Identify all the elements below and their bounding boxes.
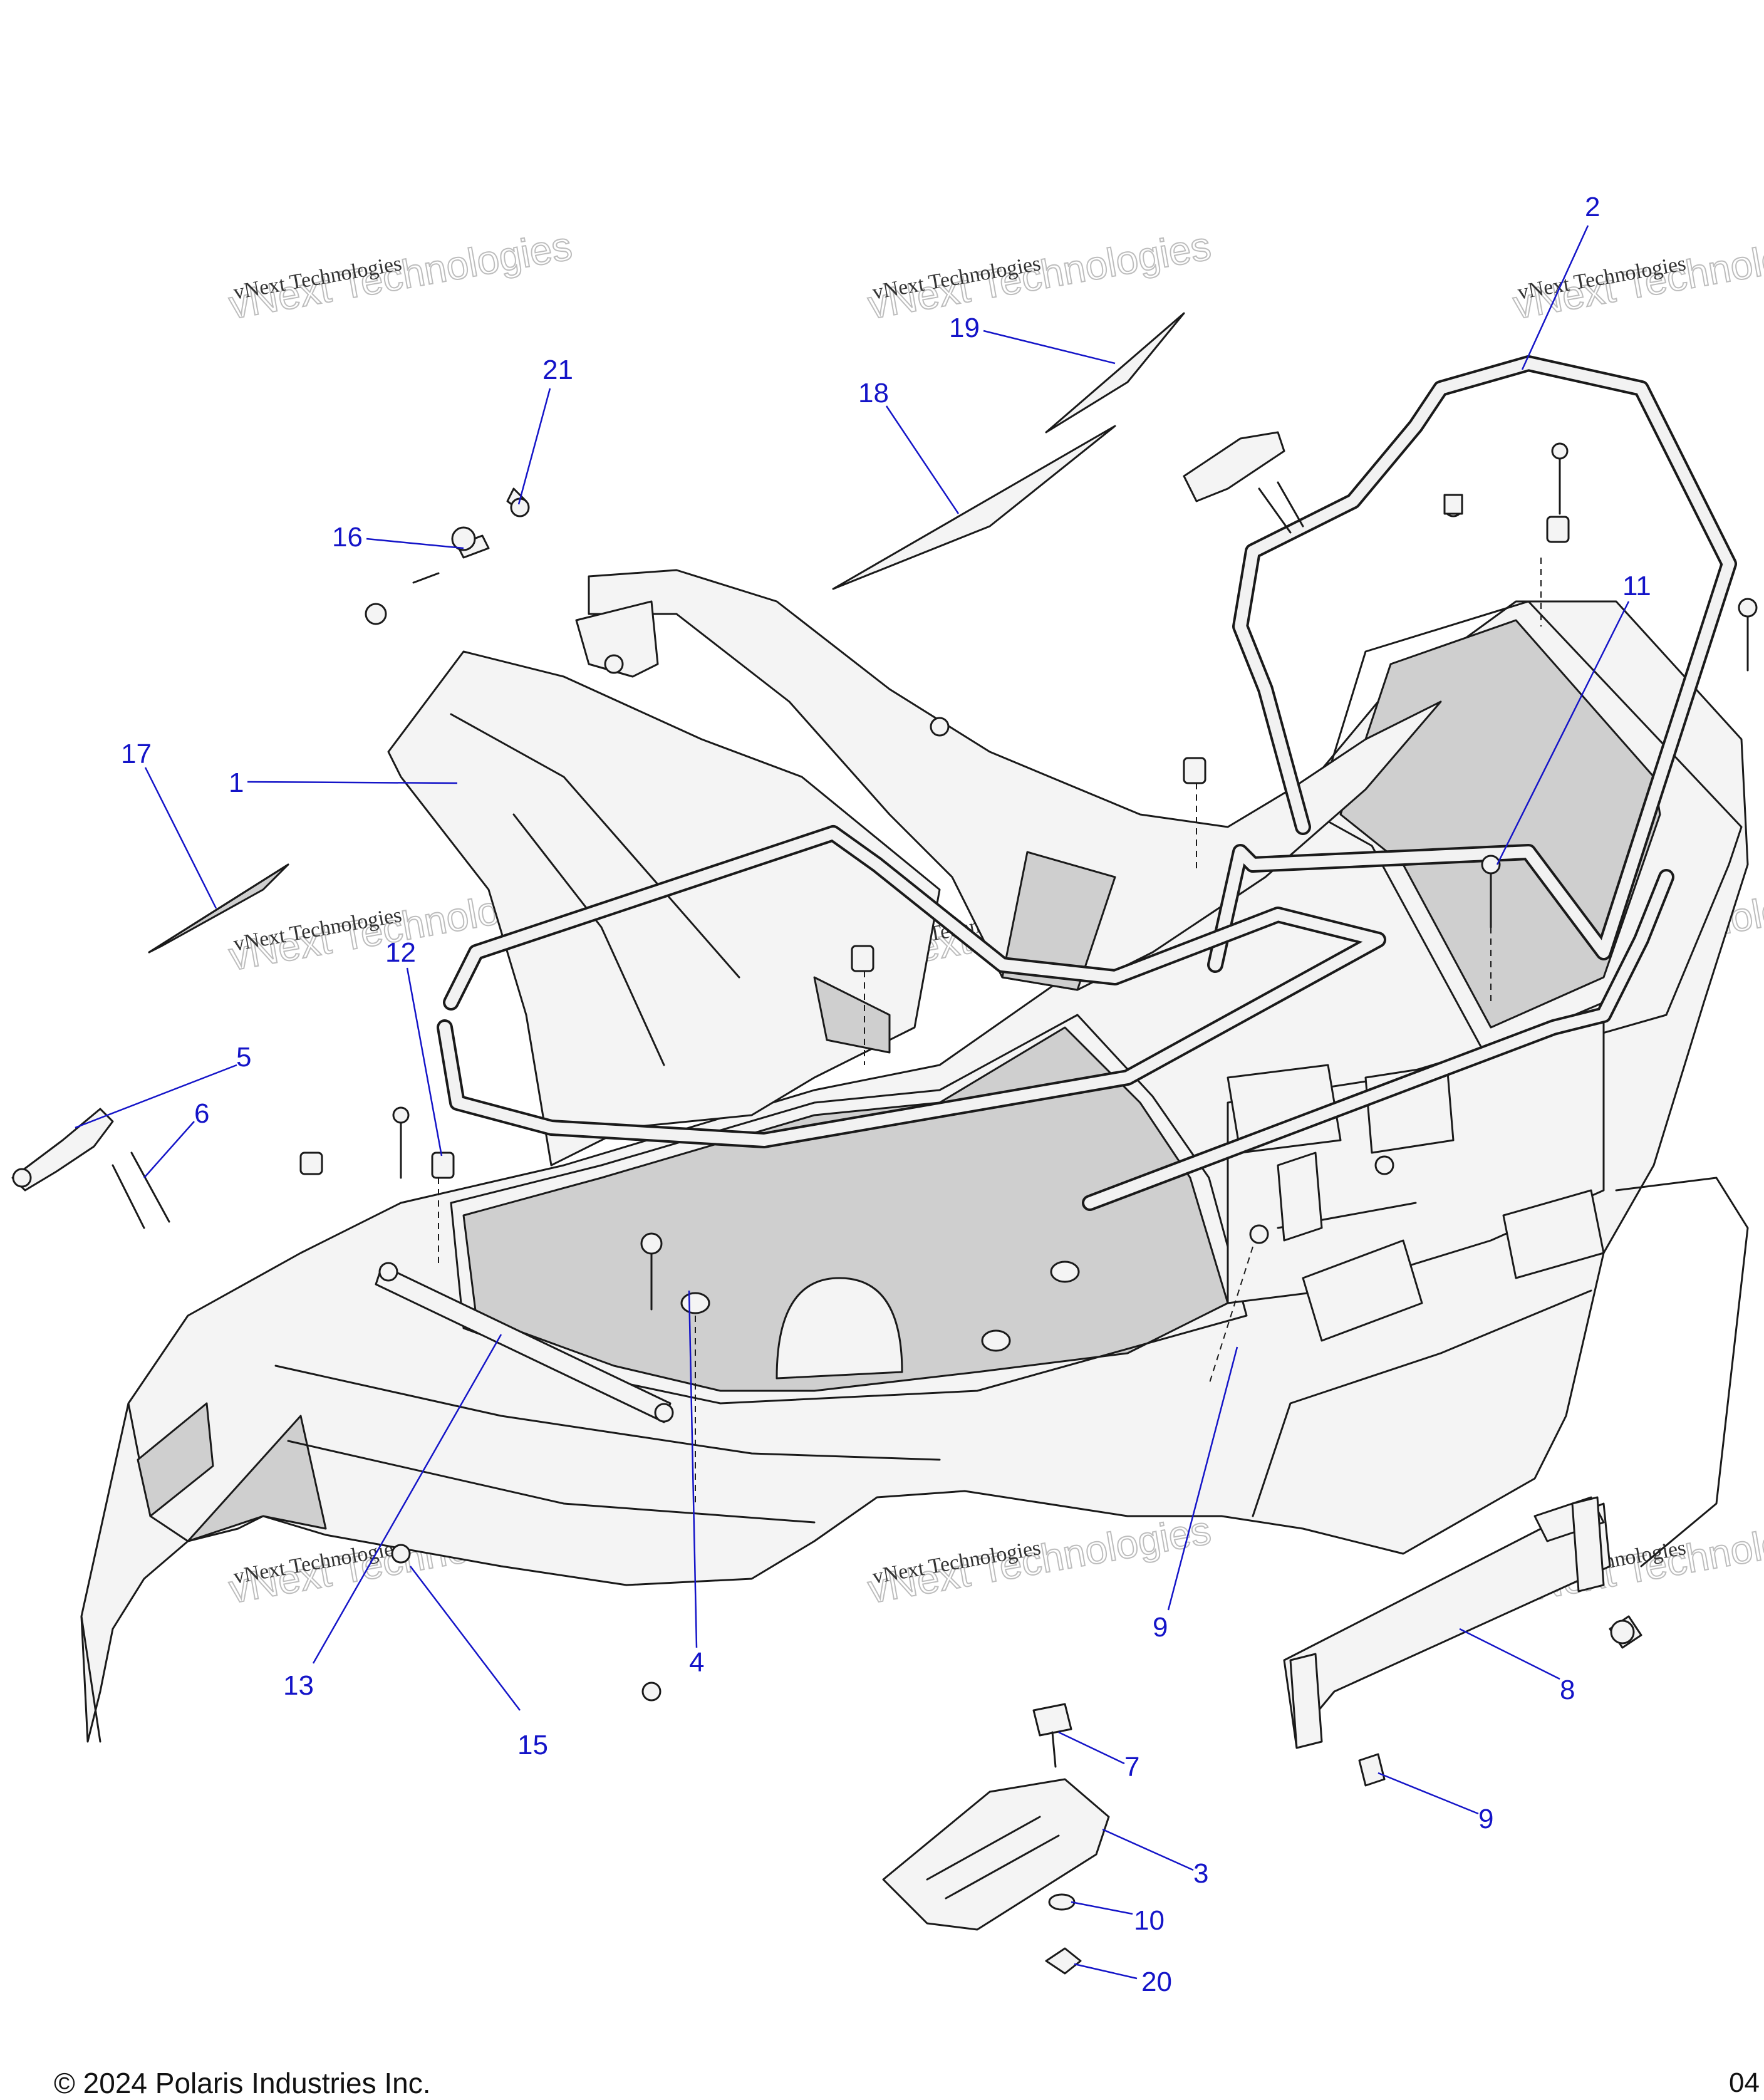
rear-fender-body <box>80 569 1749 1743</box>
svg-text:21: 21 <box>542 355 573 385</box>
callout-9b[interactable]: 9 <box>1377 1772 1493 1834</box>
svg-text:19: 19 <box>949 313 980 343</box>
callout-9a[interactable]: 9 <box>1153 1346 1238 1643</box>
callout-1[interactable]: 1 <box>229 767 458 798</box>
front-rack-tube <box>437 825 1386 1148</box>
latch <box>11 1108 114 1192</box>
watermark: vNext Technologies vNext Technologies <box>225 222 576 328</box>
svg-text:13: 13 <box>283 1670 314 1701</box>
rail-bar <box>375 1262 674 1423</box>
diagram-code: 04 <box>1729 2067 1760 2098</box>
decal-18 <box>832 425 1116 590</box>
watermark: vNext Technologies vNext Technologies <box>864 1507 1215 1613</box>
callout-20[interactable]: 20 <box>1074 1963 1172 1997</box>
svg-text:2: 2 <box>1585 192 1600 222</box>
callout-16[interactable]: 16 <box>332 522 464 553</box>
callout-4[interactable]: 4 <box>688 1290 704 1678</box>
callout-7[interactable]: 7 <box>1058 1731 1139 1782</box>
storage-lid <box>882 1778 1110 1931</box>
callout-15[interactable]: 15 <box>410 1566 548 1760</box>
mount-bracket <box>1283 1496 1611 1749</box>
fasteners <box>299 442 1758 1787</box>
svg-text:9: 9 <box>1478 1804 1493 1834</box>
svg-text:17: 17 <box>121 739 152 769</box>
callout-21[interactable]: 21 <box>517 355 573 505</box>
rear-rack-tube <box>1082 355 1737 1211</box>
svg-text:16: 16 <box>332 522 363 553</box>
svg-text:10: 10 <box>1134 1905 1165 1936</box>
callout-3[interactable]: 3 <box>1102 1828 1208 1889</box>
svg-text:7: 7 <box>1124 1752 1139 1782</box>
svg-text:12: 12 <box>385 937 416 968</box>
svg-text:3: 3 <box>1193 1858 1208 1889</box>
nut <box>1045 1947 1082 1975</box>
svg-text:15: 15 <box>517 1730 548 1760</box>
watermark: vNext Technologies vNext Technologies <box>864 222 1215 328</box>
callout-11[interactable]: 11 <box>1496 571 1651 865</box>
svg-text:8: 8 <box>1560 1675 1575 1705</box>
copyright-notice: © 2024 Polaris Industries Inc. <box>54 2067 431 2099</box>
svg-text:20: 20 <box>1141 1967 1172 1997</box>
svg-text:5: 5 <box>236 1042 251 1073</box>
callout-5[interactable]: 5 <box>75 1042 251 1129</box>
latch-upper <box>1183 431 1304 534</box>
svg-text:11: 11 <box>1622 571 1651 601</box>
callout-17[interactable]: 17 <box>121 739 217 909</box>
callout-6[interactable]: 6 <box>143 1098 209 1178</box>
svg-text:4: 4 <box>689 1647 704 1678</box>
key <box>1032 1703 1072 1768</box>
washer <box>1048 1893 1076 1911</box>
callouts: 1 2 3 4 5 6 7 8 <box>75 192 1651 1997</box>
callout-2[interactable]: 2 <box>1521 192 1600 370</box>
decal-19 <box>1045 312 1185 434</box>
svg-text:1: 1 <box>229 767 244 798</box>
callout-19[interactable]: 19 <box>949 313 1116 365</box>
rivets <box>112 1151 170 1229</box>
callout-13[interactable]: 13 <box>283 1334 502 1701</box>
svg-text:6: 6 <box>194 1098 209 1129</box>
svg-text:18: 18 <box>858 378 889 408</box>
callout-8[interactable]: 8 <box>1459 1628 1575 1705</box>
svg-text:9: 9 <box>1153 1612 1168 1643</box>
callout-12[interactable]: 12 <box>385 937 443 1157</box>
callout-10[interactable]: 10 <box>1071 1901 1165 1936</box>
callout-18[interactable]: 18 <box>858 378 960 514</box>
